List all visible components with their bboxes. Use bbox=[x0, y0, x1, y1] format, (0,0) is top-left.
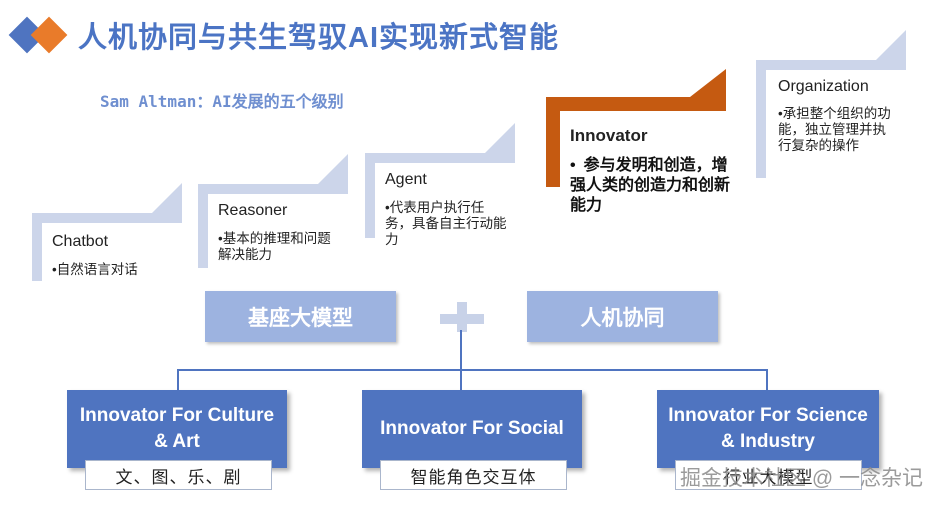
step-arrow-agent bbox=[485, 123, 515, 153]
innovator-science-label: 行业大模型 bbox=[675, 460, 862, 490]
page-subtitle: Sam Altman：AI发展的五个级别 bbox=[100, 92, 344, 111]
step-arrow-innovator bbox=[690, 69, 726, 97]
foundation-model-label: 基座大模型 bbox=[248, 306, 353, 330]
level-desc-agent: 代表用户执行任务，具备自主行动能力 bbox=[385, 200, 507, 248]
level-desc-reasoner: 基本的推理和问题解决能力 bbox=[218, 231, 336, 263]
step-riser-innovator bbox=[546, 97, 560, 187]
innovator-social-label: 智能角色交互体 bbox=[380, 460, 567, 490]
connector-horizontal bbox=[177, 369, 768, 371]
step-riser-agent bbox=[365, 153, 375, 238]
level-name-organization: Organization bbox=[778, 78, 869, 95]
logo-icon bbox=[8, 16, 68, 54]
connector-left bbox=[177, 369, 179, 391]
innovator-science-title-1: Innovator For Science bbox=[668, 405, 868, 426]
connector-middle bbox=[460, 369, 462, 391]
level-name-reasoner: Reasoner bbox=[218, 202, 288, 219]
level-desc-organization: 承担整个组织的功能，独立管理并执行复杂的操作 bbox=[778, 106, 898, 154]
step-bar-organization bbox=[756, 60, 906, 70]
innovator-science-box: Innovator For Science & Industry bbox=[657, 390, 879, 468]
innovator-science-title-2: & Industry bbox=[721, 431, 815, 452]
innovator-culture-title-1: Innovator For Culture bbox=[79, 405, 275, 426]
level-desc-chatbot: 自然语言对话 bbox=[52, 262, 172, 278]
page-title: 人机协同与共生驾驭AI实现新式智能 bbox=[78, 22, 560, 54]
connector-right bbox=[766, 369, 768, 391]
step-bar-agent bbox=[365, 153, 515, 163]
innovator-culture-box: Innovator For Culture & Art bbox=[67, 390, 287, 468]
innovator-culture-label: 文、图、乐、剧 bbox=[85, 460, 272, 490]
level-name-innovator: Innovator bbox=[570, 126, 648, 145]
step-arrow-organization bbox=[876, 30, 906, 60]
innovator-culture-title-2: & Art bbox=[154, 431, 200, 452]
step-arrow-reasoner bbox=[318, 154, 348, 184]
human-ai-collab-box: 人机协同 bbox=[527, 291, 718, 342]
step-riser-chatbot bbox=[32, 213, 42, 281]
watermark-text: 掘金技术社区 @ 一念杂记 bbox=[680, 467, 923, 490]
step-arrow-chatbot bbox=[152, 183, 182, 213]
step-riser-reasoner bbox=[198, 184, 208, 268]
level-desc-innovator: 参与发明和创造，增强人类的创造力和创新能力 bbox=[570, 156, 740, 216]
step-bar-reasoner bbox=[198, 184, 348, 194]
step-bar-chatbot bbox=[32, 213, 182, 223]
connector-trunk bbox=[460, 330, 462, 370]
level-name-chatbot: Chatbot bbox=[52, 233, 109, 250]
step-riser-organization bbox=[756, 60, 766, 178]
foundation-model-box: 基座大模型 bbox=[205, 291, 396, 342]
human-ai-collab-label: 人机协同 bbox=[580, 306, 665, 330]
level-name-agent: Agent bbox=[385, 171, 427, 188]
innovator-social-box: Innovator For Social bbox=[362, 390, 582, 468]
innovator-social-title-1: Innovator For Social bbox=[380, 418, 564, 439]
step-bar-innovator bbox=[546, 97, 726, 111]
plus-icon-vertical bbox=[457, 302, 467, 332]
